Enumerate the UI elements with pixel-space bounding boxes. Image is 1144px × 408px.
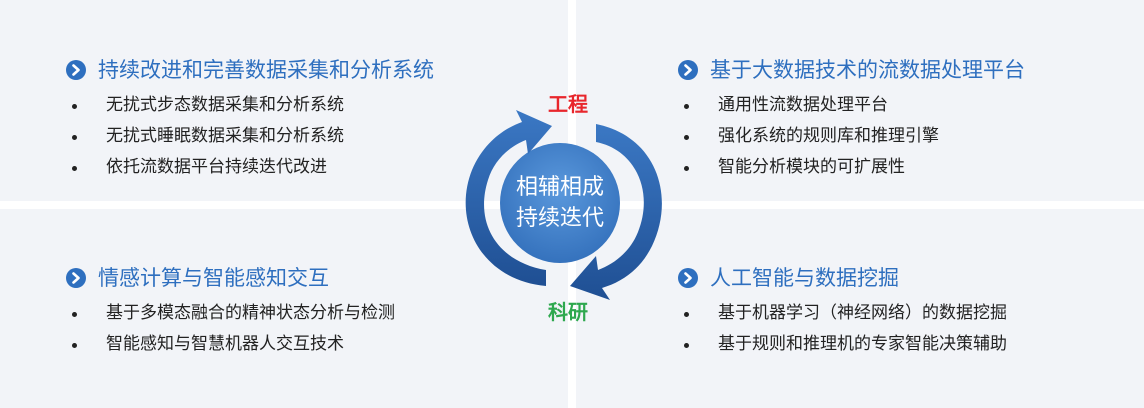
center-line-2: 持续迭代: [515, 206, 604, 231]
heading-text: 人工智能与数据挖掘: [710, 266, 899, 290]
research-label: 科研: [548, 300, 588, 324]
bullet-list: 基于机器学习（神经网络）的数据挖掘 基于规则和推理机的专家智能决策辅助: [678, 298, 1007, 360]
bullet-list: 基于多模态融合的精神状态分析与检测 智能感知与智慧机器人交互技术: [66, 298, 395, 360]
quadrant-heading: 基于大数据技术的流数据处理平台: [678, 56, 1025, 84]
list-item: 无扰式睡眠数据采集和分析系统: [66, 121, 434, 152]
center-text: 相辅相成 持续迭代: [500, 172, 620, 234]
quadrant-heading: 人工智能与数据挖掘: [678, 264, 1007, 292]
list-item: 通用性流数据处理平台: [678, 90, 1025, 121]
panel-bottom-right: [576, 209, 1144, 408]
quadrant-top-right: 基于大数据技术的流数据处理平台 通用性流数据处理平台 强化系统的规则库和推理引擎…: [678, 56, 1025, 183]
list-item: 智能感知与智慧机器人交互技术: [66, 329, 395, 360]
chevron-right-icon: [66, 60, 86, 80]
heading-text: 持续改进和完善数据采集和分析系统: [98, 58, 434, 82]
chevron-right-icon: [66, 268, 86, 288]
heading-text: 基于大数据技术的流数据处理平台: [710, 58, 1025, 82]
list-item: 强化系统的规则库和推理引擎: [678, 121, 1025, 152]
list-item: 基于多模态融合的精神状态分析与检测: [66, 298, 395, 329]
quadrant-top-left: 持续改进和完善数据采集和分析系统 无扰式步态数据采集和分析系统 无扰式睡眠数据采…: [66, 56, 434, 183]
list-item: 智能分析模块的可扩展性: [678, 152, 1025, 183]
engineering-label: 工程: [548, 92, 588, 116]
center-line-1: 相辅相成: [515, 175, 604, 200]
chevron-right-icon: [678, 60, 698, 80]
panel-top-right: [576, 0, 1144, 201]
quadrant-heading: 情感计算与智能感知交互: [66, 264, 395, 292]
quadrant-bottom-right: 人工智能与数据挖掘 基于机器学习（神经网络）的数据挖掘 基于规则和推理机的专家智…: [678, 264, 1007, 360]
heading-text: 情感计算与智能感知交互: [98, 266, 329, 290]
bullet-list: 无扰式步态数据采集和分析系统 无扰式睡眠数据采集和分析系统 依托流数据平台持续迭…: [66, 90, 434, 183]
quadrant-heading: 持续改进和完善数据采集和分析系统: [66, 56, 434, 84]
list-item: 无扰式步态数据采集和分析系统: [66, 90, 434, 121]
list-item: 基于机器学习（神经网络）的数据挖掘: [678, 298, 1007, 329]
list-item: 基于规则和推理机的专家智能决策辅助: [678, 329, 1007, 360]
bullet-list: 通用性流数据处理平台 强化系统的规则库和推理引擎 智能分析模块的可扩展性: [678, 90, 1025, 183]
list-item: 依托流数据平台持续迭代改进: [66, 152, 434, 183]
chevron-right-icon: [678, 268, 698, 288]
quadrant-bottom-left: 情感计算与智能感知交互 基于多模态融合的精神状态分析与检测 智能感知与智慧机器人…: [66, 264, 395, 360]
